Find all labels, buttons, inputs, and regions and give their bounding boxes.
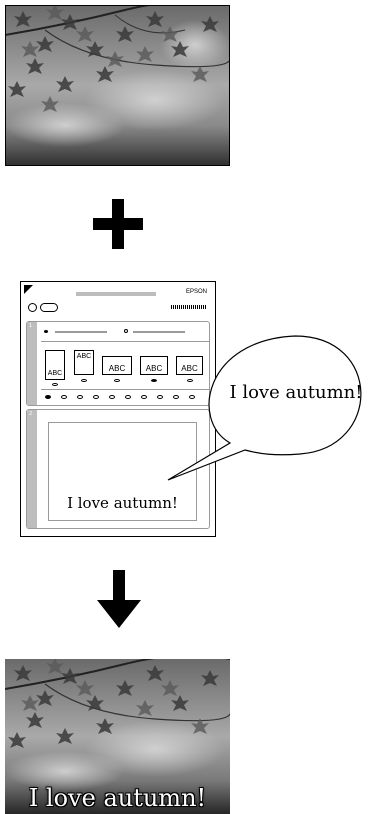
plus-icon [93,199,143,249]
result-overlay-text: I love autumn! [5,784,230,812]
layout-radio-2 [81,379,87,382]
barcode-marks [171,305,207,309]
option-dot-1 [44,330,48,333]
section-1-number: 1 [29,323,32,329]
corner-mark [24,285,33,294]
sheet-title-bar [76,292,156,296]
paper-icon [28,303,37,312]
handwritten-text: I love autumn! [49,494,196,512]
result-photo: I love autumn! [5,659,230,814]
layout-radio-1 [52,383,58,386]
layout-option-3: ABC [102,356,132,375]
dot-row-oval [141,395,147,399]
dot-row-oval [45,395,51,399]
rotate-icon [40,303,58,312]
top-photo [5,5,230,166]
speech-bubble-text: I love autumn! [220,382,372,403]
dot-row-oval [109,395,115,399]
option-dot-2 [124,329,128,333]
dot-row-oval [77,395,83,399]
section-1-sidebar [27,322,37,405]
dot-row-oval [125,395,131,399]
sheet-brand: EPSON [186,289,207,295]
section-2-sidebar [27,410,37,528]
section-2-number: 2 [29,411,32,417]
layout-option-1: ABC [45,350,65,380]
layout-radio-4-selected [151,379,157,382]
speech-bubble: I love autumn! [160,330,373,490]
option-bar-1 [55,331,107,333]
layout-radio-3 [114,379,120,382]
arrow-down-icon [97,570,141,628]
dot-row-oval [61,395,67,399]
layout-option-2: ABC [74,350,94,375]
dot-row-oval [93,395,99,399]
